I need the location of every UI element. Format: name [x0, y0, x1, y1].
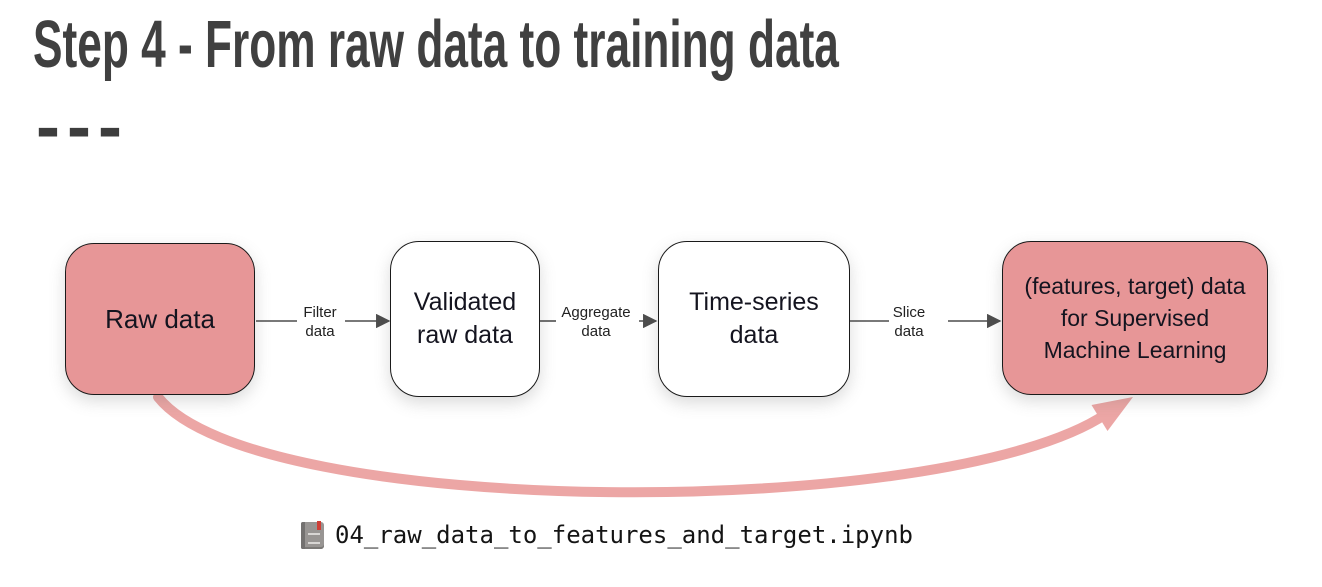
- node-features-target-data-label: (features, target) data for Supervised M…: [1024, 273, 1246, 363]
- edge-raw-to-features-curve: [153, 392, 1133, 498]
- node-time-series-data-label: Time-series data: [689, 288, 819, 349]
- notebook-icon: [301, 520, 324, 550]
- notebook-filename: 04_raw_data_to_features_and_target.ipynb: [335, 521, 913, 549]
- title-separator: ---: [36, 87, 129, 167]
- node-features-target-data: (features, target) data for Supervised M…: [1002, 241, 1268, 395]
- node-validated-raw-data: Validated raw data: [390, 241, 540, 397]
- node-raw-data-label: Raw data: [105, 303, 215, 334]
- edge-label-slice-data: Slice data: [892, 304, 926, 340]
- page-title: Step 4 - From raw data to training data: [33, 7, 839, 82]
- node-validated-raw-data-label: Validated raw data: [413, 288, 517, 349]
- notebook-caption: 04_raw_data_to_features_and_target.ipynb: [301, 518, 913, 552]
- node-time-series-data: Time-series data: [658, 241, 850, 397]
- node-raw-data: Raw data: [65, 243, 255, 395]
- edge-label-filter-data: Filter data: [303, 304, 337, 340]
- edge-label-aggregate-data: Aggregate data: [561, 304, 631, 340]
